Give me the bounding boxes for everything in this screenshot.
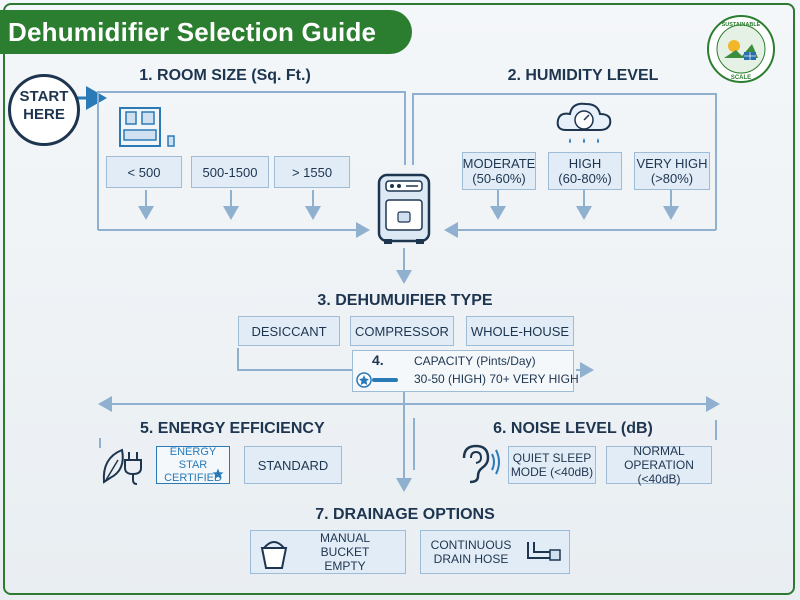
option-label-line2: DRAIN HOSE <box>433 552 509 566</box>
option-label-line1: CONTINUOUS <box>430 538 512 552</box>
noise-option[interactable]: NORMAL OPERATION (<40dB) <box>606 444 712 486</box>
type-option[interactable]: WHOLE-HOUSE <box>466 316 574 346</box>
energy-heading: 5. ENERGY EFFICIENCY <box>140 420 325 437</box>
option-label-line2: MODE (<40dB) <box>510 465 594 479</box>
option-label-line1: QUIET SLEEP <box>512 451 592 465</box>
option-label-line2: EMPTY <box>324 559 366 573</box>
type-heading: 3. DEHUMUIFIER TYPE <box>317 292 493 309</box>
drainage-option[interactable]: CONTINUOUS DRAIN HOSE <box>420 530 570 574</box>
title-banner: Dehumidifier Selection Guide <box>0 10 412 54</box>
humidity-option[interactable]: MODERATE (50-60%) <box>462 152 536 190</box>
drainage-heading: 7. DRAINAGE OPTIONS <box>315 506 495 523</box>
bucket-icon <box>260 541 288 569</box>
plug-icon <box>124 452 142 485</box>
logo-top-text: SUSTAINABLE <box>722 22 761 28</box>
option-label-line1: MANUAL BUCKET <box>319 531 370 559</box>
option-label: DESICCANT <box>251 323 327 339</box>
type-option[interactable]: COMPRESSOR <box>350 316 454 346</box>
dehumidifier-icon <box>377 173 431 244</box>
option-label-line1: VERY HIGH <box>636 156 708 171</box>
humidity-option[interactable]: VERY HIGH (>80%) <box>634 152 710 190</box>
cloud-gauge-icon <box>556 102 612 143</box>
room-size-option[interactable]: 500-1500 <box>191 156 269 188</box>
option-label-line2: (>80%) <box>650 171 694 186</box>
capacity-range: 30-50 (HIGH) 70+ VERY HIGH <box>414 372 579 386</box>
option-label: STANDARD <box>257 457 329 473</box>
capacity-box <box>352 350 574 392</box>
start-line-1: START <box>19 88 69 105</box>
logo-bottom-text: SCALE <box>731 75 751 81</box>
noise-heading: 6. NOISE LEVEL (dB) <box>493 420 653 437</box>
room-size-heading: 1. ROOM SIZE (Sq. Ft.) <box>139 67 311 84</box>
option-label: > 1550 <box>291 164 333 180</box>
leaf-icon <box>102 448 124 484</box>
capacity-title: CAPACITY (Pints/Day) <box>414 354 536 368</box>
room-size-option[interactable]: < 500 <box>106 156 182 188</box>
option-label-line2: (50-60%) <box>472 171 526 186</box>
option-label: < 500 <box>127 164 161 180</box>
noise-option[interactable]: QUIET SLEEP MODE (<40dB) <box>508 446 596 484</box>
globe-logo-icon: SUSTAINABLE SCALE <box>707 15 775 83</box>
ear-icon <box>462 444 500 484</box>
start-line-2: HERE <box>23 106 65 123</box>
room-size-option[interactable]: > 1550 <box>274 156 350 188</box>
option-label: WHOLE-HOUSE <box>470 323 570 339</box>
room-icon <box>119 107 175 147</box>
energy-star-line2: CERTIFIED <box>164 471 222 484</box>
energy-star-line1: ENERGY STAR <box>169 445 217 471</box>
page-title: Dehumidifier Selection Guide <box>8 17 377 47</box>
page-border <box>3 3 795 595</box>
option-label-line1: NORMAL <box>633 444 685 458</box>
type-option[interactable]: DESICCANT <box>238 316 340 346</box>
start-here-label: START HERE <box>11 88 77 124</box>
option-label-line2: (60-80%) <box>558 171 612 186</box>
option-label: 500-1500 <box>202 164 258 180</box>
start-here-badge: START HERE <box>8 74 80 146</box>
standard-option[interactable]: STANDARD <box>244 446 342 484</box>
humidity-option[interactable]: HIGH (60-80%) <box>548 152 622 190</box>
option-label-line1: HIGH <box>568 156 602 171</box>
option-label-line2: OPERATION (<40dB) <box>624 458 694 486</box>
energy-star-option[interactable]: ENERGY STAR CERTIFIED <box>156 446 230 484</box>
option-label-line1: MODERATE <box>462 156 536 171</box>
drain-hose-icon <box>527 542 561 561</box>
option-label: COMPRESSOR <box>355 323 449 339</box>
star-icon <box>212 468 224 479</box>
star-icon <box>356 372 398 388</box>
capacity-number: 4. <box>372 352 384 368</box>
humidity-heading: 2. HUMIDITY LEVEL <box>507 67 659 84</box>
